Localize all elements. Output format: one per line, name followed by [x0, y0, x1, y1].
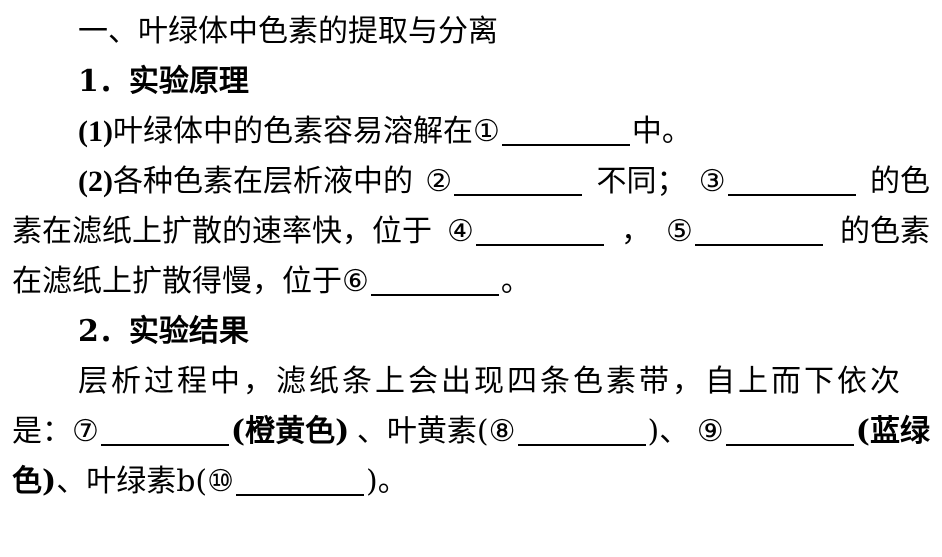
blank-marker-1: ① — [472, 114, 500, 149]
sentence-text: 、叶绿素b( — [56, 464, 208, 499]
sentence-text: 中。 — [631, 114, 692, 149]
fill-blank-8 — [517, 410, 646, 446]
fill-blank-6 — [370, 260, 499, 296]
sentence-text: 的色素 — [840, 214, 930, 249]
fill-blank-3 — [727, 160, 856, 196]
principle-heading-text: 1．实验原理 — [78, 64, 249, 99]
result-line-2: 是：⑦ (橙黄色) 、叶黄素(⑧ )、 ⑨ (蓝绿 — [0, 408, 942, 456]
fill-blank-2 — [454, 160, 583, 196]
blank-marker-3: ③ — [698, 164, 726, 199]
fill-blank-9 — [725, 410, 854, 446]
principle-paragraph-2-line-1: (2)各种色素在层析液中的 ② 不同； ③ 的色 — [0, 158, 942, 206]
fill-blank-5 — [694, 210, 823, 246]
text-run: ③ — [699, 158, 858, 206]
text-run: (2)各种色素在层析液中的 — [78, 158, 413, 206]
sentence-text: 。 — [500, 264, 531, 299]
text-run: ④ — [447, 208, 606, 256]
blank-marker-9: ⑨ — [696, 414, 724, 449]
result-line-1: 层析过程中，滤纸条上会出现四条色素带，自上而下依次 — [0, 358, 942, 406]
text-run: 、叶黄素(⑧ )、 — [357, 408, 689, 456]
blank-marker-5: ⑤ — [666, 214, 693, 249]
color-note: (蓝绿 — [855, 414, 930, 449]
text-run: ② — [425, 158, 584, 206]
result-line-3: 色)、叶绿素b(⑩ )。 — [0, 458, 942, 506]
blank-marker-7: ⑦ — [72, 414, 99, 449]
sentence-text: 层析过程中，滤纸条上会出现四条色素带，自上而下依次 — [78, 364, 903, 399]
text-run: 是：⑦ (橙黄色) — [12, 408, 349, 456]
blank-marker-4: ④ — [447, 214, 474, 249]
text-run: ⑤ — [666, 208, 825, 256]
blank-marker-10: ⑩ — [207, 464, 235, 499]
sentence-text: 、叶黄素( — [356, 414, 489, 449]
section-title-text: 一、叶绿体中色素的提取与分离 — [78, 14, 498, 49]
color-note: 色) — [12, 464, 57, 499]
fill-blank-1 — [501, 110, 630, 146]
sentence-text: )、 — [647, 414, 690, 449]
item-number: (2) — [78, 165, 113, 198]
principle-paragraph-1: (1)叶绿体中的色素容易溶解在① 中。 — [0, 108, 942, 156]
sentence-text: ， — [621, 214, 651, 249]
blank-marker-8: ⑧ — [488, 414, 516, 449]
result-heading: 2．实验结果 — [0, 308, 942, 356]
color-note: (橙黄色) — [230, 414, 350, 449]
sentence-text: 叶绿体中的色素容易溶解在 — [112, 114, 473, 149]
fill-blank-7 — [100, 410, 229, 446]
sentence-text: 各种色素在层析液中的 — [112, 164, 413, 199]
sentence-text: )。 — [366, 464, 408, 499]
result-heading-text: 2．实验结果 — [78, 314, 249, 349]
blank-marker-6: ⑥ — [342, 264, 369, 299]
sentence-text: 素在滤纸上扩散的速率快，位于 — [12, 214, 432, 249]
sentence-text: 不同； — [596, 164, 687, 199]
sentence-text: 在滤纸上扩散得慢，位于 — [12, 264, 342, 299]
principle-paragraph-2-line-3: 在滤纸上扩散得慢，位于⑥ 。 — [0, 258, 942, 306]
sentence-text: 是： — [12, 414, 72, 449]
sentence-text: 的色 — [869, 164, 930, 199]
principle-heading: 1．实验原理 — [0, 58, 942, 106]
section-title: 一、叶绿体中色素的提取与分离 — [0, 8, 942, 56]
fill-blank-10 — [236, 460, 365, 496]
blank-marker-2: ② — [425, 164, 453, 199]
text-run: ⑨ (蓝绿 — [697, 408, 930, 456]
principle-paragraph-2-line-2: 素在滤纸上扩散的速率快，位于 ④ ， ⑤ 的色素 — [0, 208, 942, 256]
fill-blank-4 — [475, 210, 604, 246]
item-number: (1) — [78, 115, 113, 148]
